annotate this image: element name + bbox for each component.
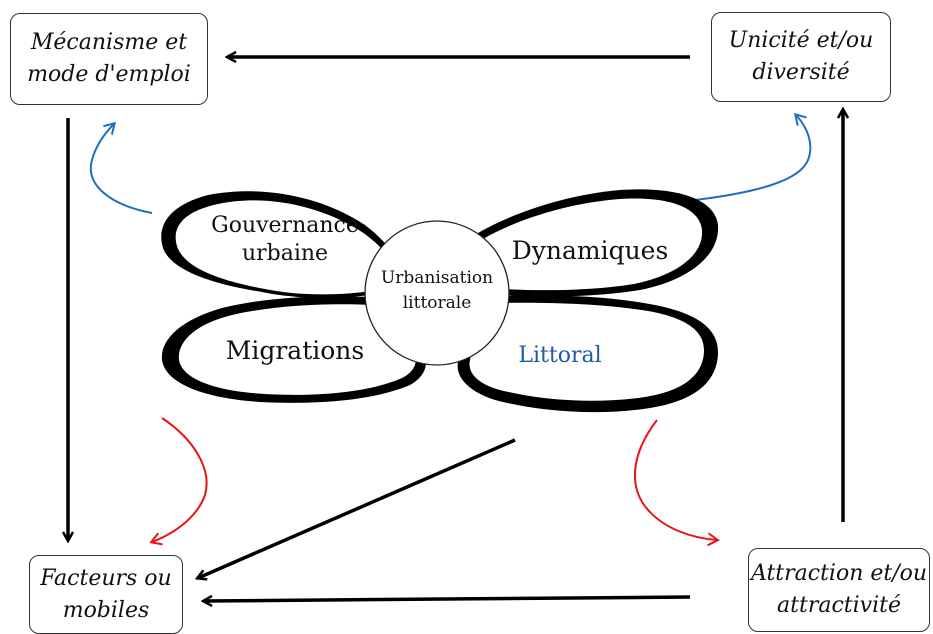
petal-label-migrations: Migrations (225, 336, 365, 365)
box-facteurs: Facteurs ou mobiles (29, 555, 183, 634)
petal-top-left (161, 191, 406, 298)
box-attraction-line1: Attraction et/ou (750, 561, 928, 586)
center-label: Urbanisation littorale (367, 266, 507, 316)
box-attraction: Attraction et/ou attractivité (748, 548, 930, 632)
petal-label-gouvernance: Gouvernance urbaine (210, 212, 360, 268)
petal-label-dynamiques: Dynamiques (511, 236, 669, 265)
petal-label-gouvernance-line1: Gouvernance (211, 213, 359, 238)
box-attraction-line2: attractivité (777, 593, 901, 618)
box-facteurs-line1: Facteurs ou (40, 565, 172, 591)
box-facteurs-line2: mobiles (62, 597, 150, 623)
center-label-line2: littorale (402, 293, 472, 313)
box-mecanisme-line2: mode d'emploi (27, 62, 191, 87)
blue-arrow-to-top-right (694, 112, 812, 201)
box-unicite: Unicité et/ou diversité (711, 12, 891, 102)
petal-label-littoral: Littoral (518, 343, 602, 368)
center-circle (364, 220, 510, 366)
red-arrow-to-bottom-left (149, 417, 208, 546)
petal-label-gouvernance-line2: urbaine (241, 241, 329, 266)
center-label-line1: Urbanisation (380, 268, 494, 288)
petal-bottom-left (161, 296, 426, 403)
box-unicite-line1: Unicité et/ou (728, 28, 874, 53)
arrow-bottom-right-to-bottom-left (204, 597, 691, 601)
box-mecanisme-line1: Mécanisme et (30, 30, 188, 55)
arrow-center-to-bottom-left (198, 438, 516, 578)
petal-bottom-right (457, 295, 718, 413)
petal-top-right (462, 189, 719, 297)
blue-arrow-to-top-left (89, 121, 153, 214)
box-mecanisme: Mécanisme et mode d'emploi (10, 13, 208, 105)
box-unicite-line2: diversité (752, 60, 850, 85)
red-arrow-to-bottom-right (633, 419, 720, 547)
